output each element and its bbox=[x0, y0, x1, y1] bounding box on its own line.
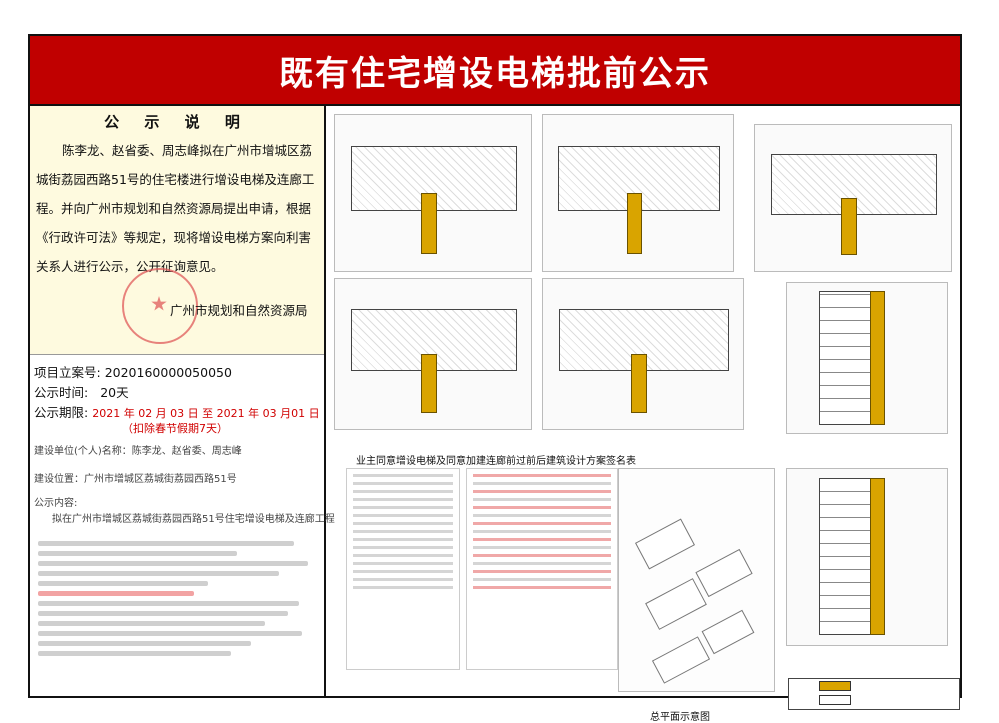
title-bar: 既有住宅增设电梯批前公示 bbox=[30, 36, 960, 106]
fine-print bbox=[38, 536, 322, 688]
period-value: 20天 bbox=[100, 385, 129, 400]
consent-document-1 bbox=[346, 468, 460, 670]
signature-table-title: 业主同意增设电梯及同意加建连廊前过前后建筑设计方案签名表 bbox=[356, 456, 636, 467]
legend-row-elevator bbox=[789, 679, 959, 693]
project-number-label: 项目立案号: bbox=[34, 365, 101, 380]
deadline-row: 公示期限: 2021 年 02 月 03 日 至 2021 年 03 月01 日 bbox=[34, 402, 320, 421]
elevator-shaft bbox=[421, 193, 437, 255]
notice-heading: 公 示 说 明 bbox=[104, 113, 250, 131]
elevator-elevation bbox=[870, 290, 885, 425]
elevation-drawing-1 bbox=[786, 282, 948, 434]
floor-plan-1 bbox=[334, 114, 532, 272]
left-panel: 公 示 说 明 陈李龙、赵省委、周志峰拟在广州市增城区荔城街荔园西路51号的住宅… bbox=[30, 106, 335, 696]
applicant: 建设单位(个人)名称：陈李龙、赵省委、周志峰 bbox=[34, 446, 242, 457]
elevator-shaft bbox=[631, 354, 647, 413]
deadline-label: 公示期限: bbox=[34, 405, 89, 420]
existing-swatch bbox=[819, 695, 851, 705]
elevation-drawing-2 bbox=[786, 468, 948, 646]
project-number: 2020160000050050 bbox=[104, 365, 232, 380]
drawings-panel: 业主同意增设电梯及同意加建连廊前过前后建筑设计方案签名表 总平面示意图 bbox=[326, 106, 960, 723]
deadline-note: （扣除春节假期7天） bbox=[122, 422, 228, 435]
content-text: 拟在广州市增城区荔城街荔园西路51号住宅增设电梯及连廊工程 bbox=[52, 514, 335, 525]
building-elevation bbox=[819, 477, 873, 635]
consent-document-2 bbox=[466, 468, 618, 670]
address: 建设位置：广州市增城区荔城街荔园西路51号 bbox=[34, 474, 237, 485]
bureau-name: 广州市规划和自然资源局 bbox=[170, 303, 308, 318]
building-elevation bbox=[819, 290, 873, 425]
elevator-elevation bbox=[870, 477, 885, 635]
period-label: 公示时间: bbox=[34, 385, 89, 400]
elevator-shaft bbox=[421, 354, 437, 413]
page-title: 既有住宅增设电梯批前公示 bbox=[279, 53, 711, 94]
elevator-shaft bbox=[626, 193, 642, 255]
floor-plan-3 bbox=[754, 124, 952, 272]
period-row: 公示时间: 20天 bbox=[34, 382, 129, 401]
notice-section: 公 示 说 明 陈李龙、赵省委、周志峰拟在广州市增城区荔城街荔园西路51号的住宅… bbox=[30, 106, 324, 355]
site-plan bbox=[618, 468, 775, 692]
notice-body: 陈李龙、赵省委、周志峰拟在广州市增城区荔城街荔园西路51号的住宅楼进行增设电梯及… bbox=[36, 143, 315, 274]
content-label: 公示内容: bbox=[34, 498, 78, 509]
floor-plan-5 bbox=[542, 278, 744, 430]
elevator-swatch bbox=[819, 681, 851, 691]
notice-board: 既有住宅增设电梯批前公示 公 示 说 明 陈李龙、赵省委、周志峰拟在广州市增城区… bbox=[28, 34, 962, 723]
elevator-shaft bbox=[841, 198, 857, 256]
floor-plan-4 bbox=[334, 278, 532, 430]
deadline-value: 2021 年 02 月 03 日 至 2021 年 03 月01 日 bbox=[92, 407, 320, 420]
floor-plan-2 bbox=[542, 114, 734, 272]
legend bbox=[788, 678, 960, 710]
site-plan-caption: 总平面示意图 bbox=[650, 712, 710, 723]
official-seal bbox=[122, 268, 198, 344]
legend-row-existing bbox=[789, 693, 959, 707]
project-number-row: 项目立案号: 2020160000050050 bbox=[34, 362, 232, 381]
